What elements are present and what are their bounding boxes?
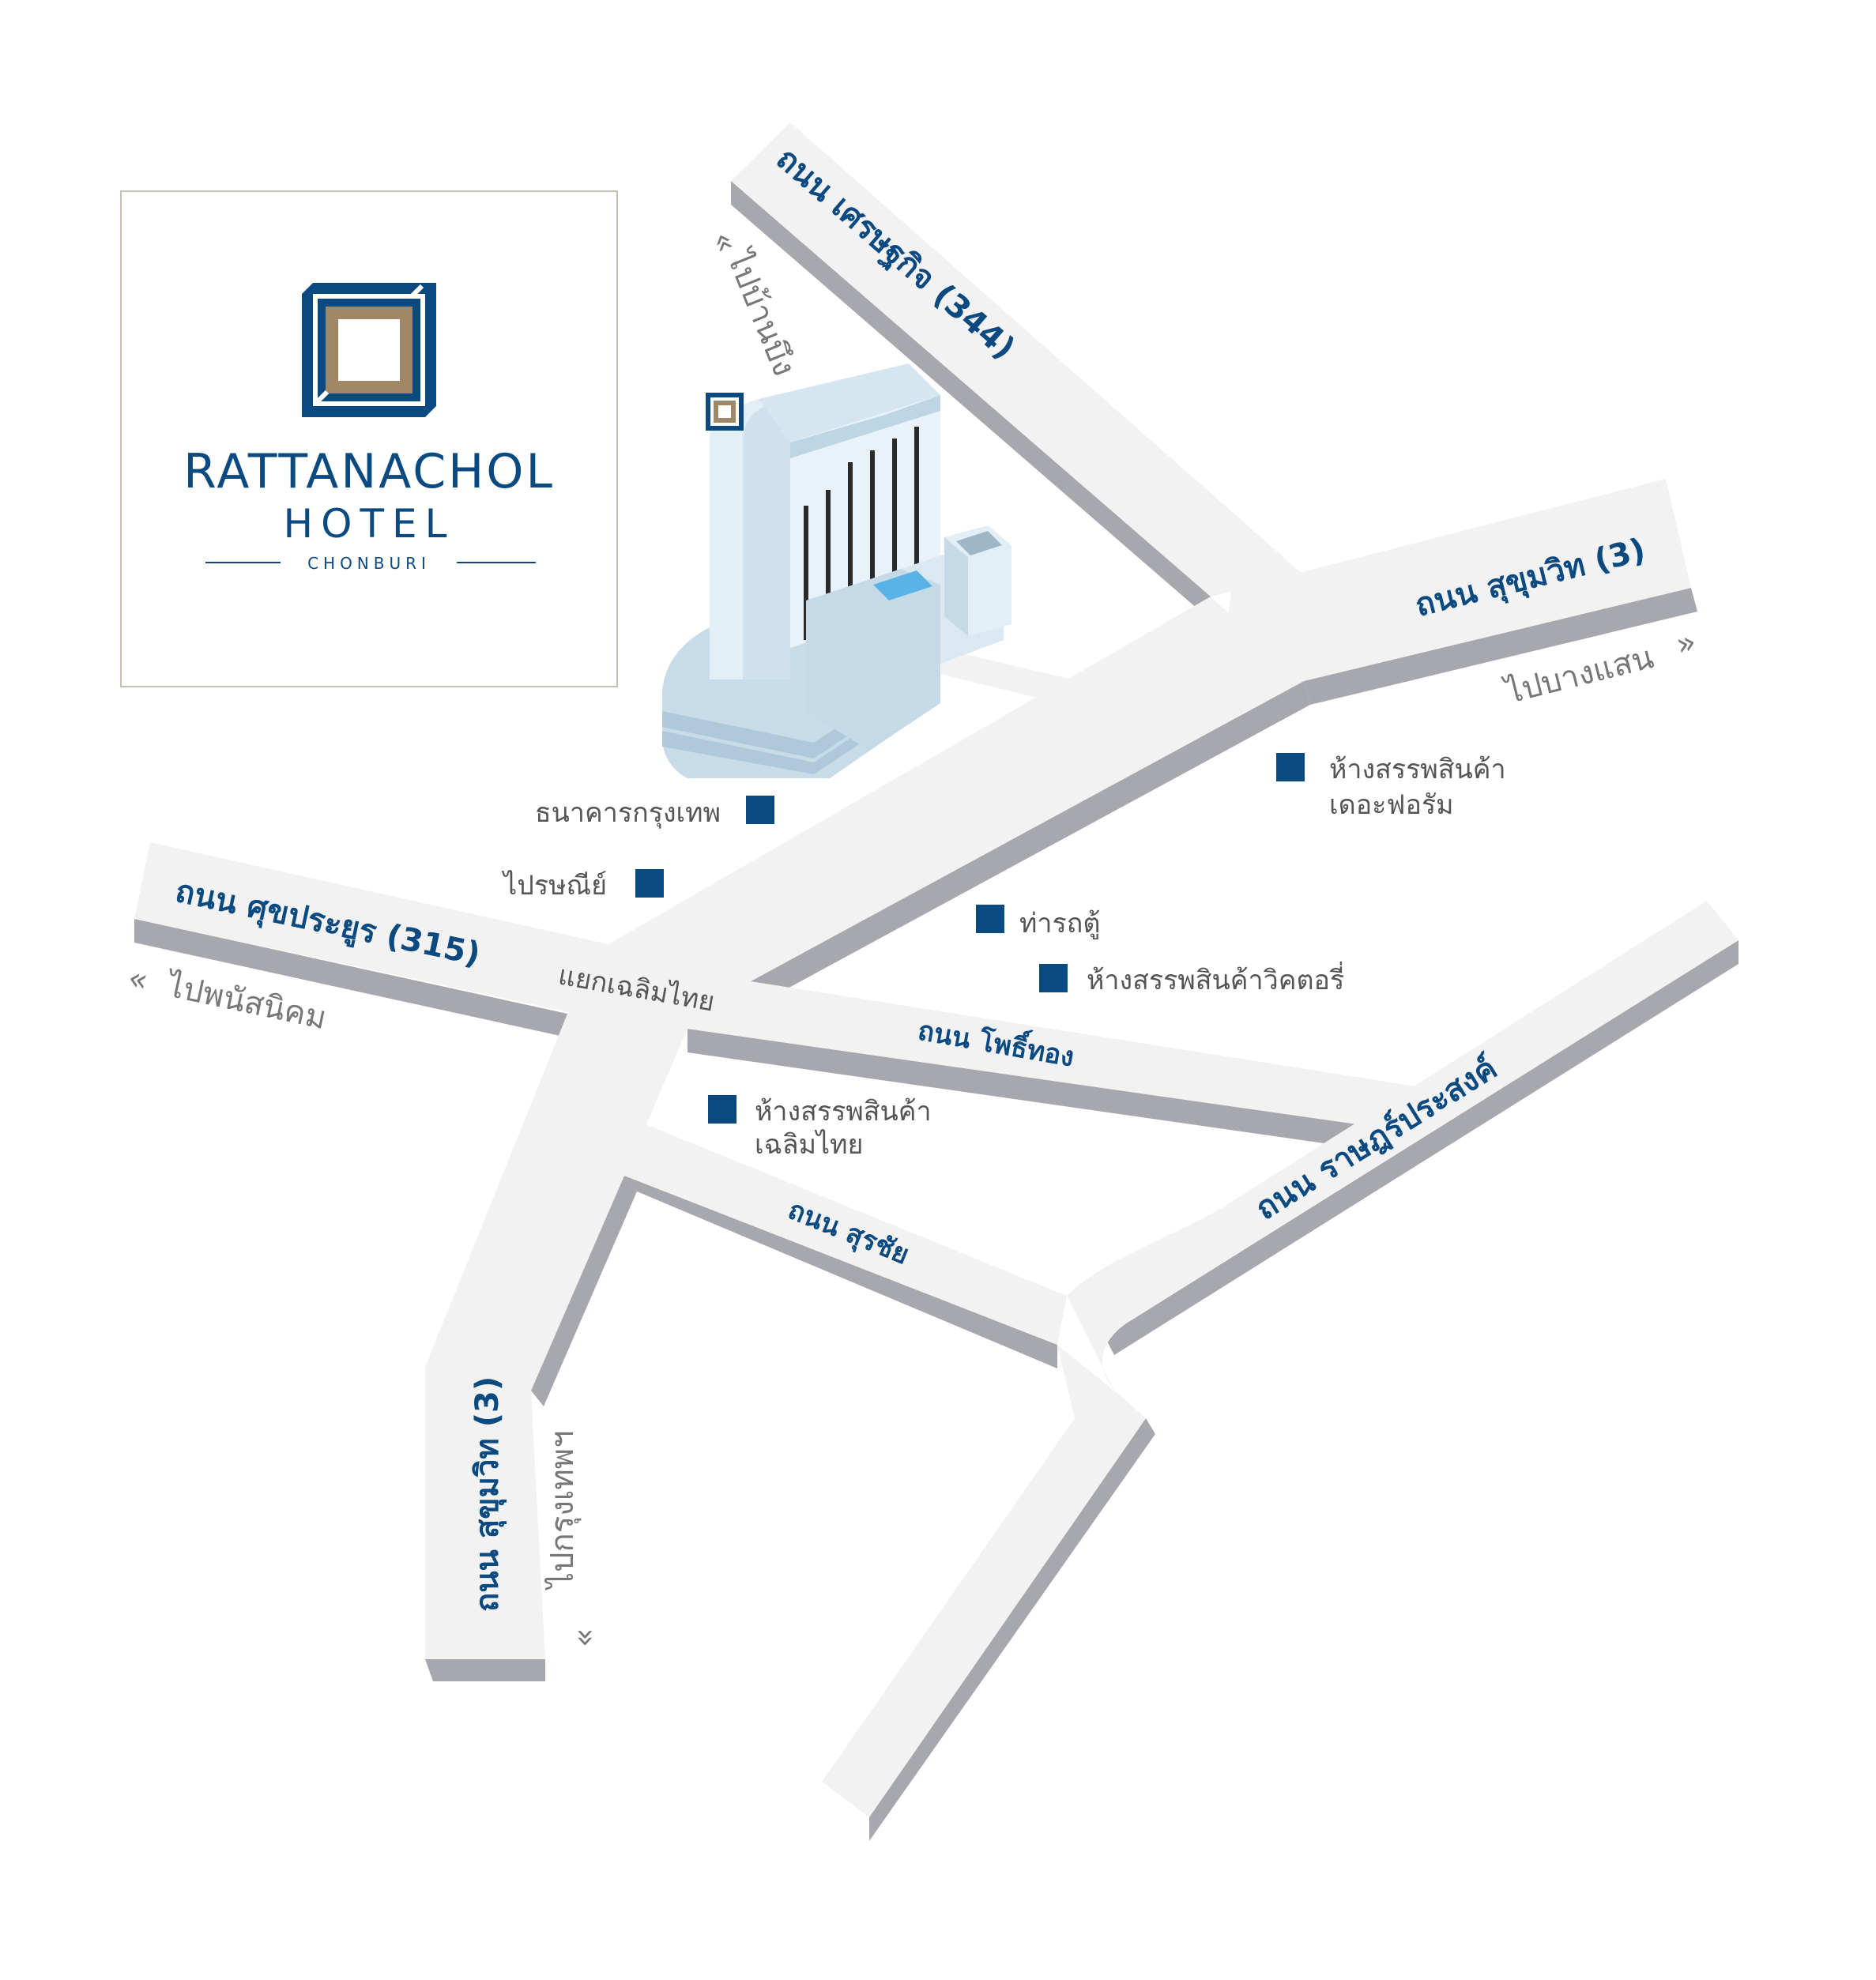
- road-sukhumvit-south[interactable]: [425, 1014, 687, 1659]
- poi-post-office[interactable]: ไปรษณีย์: [501, 869, 664, 902]
- hotel-name-line1: RATTANACHOL: [183, 444, 555, 499]
- logo-card-border: [120, 190, 618, 687]
- road-sukhumvit-right-side: [531, 1176, 637, 1406]
- road-sukhumvit-diag-side: [751, 681, 1310, 1005]
- poi-marker-icon: [746, 796, 774, 824]
- junction-chalermthai[interactable]: [567, 944, 751, 1029]
- road-sukhumvit-east-side: [1304, 588, 1697, 705]
- road-sides: [134, 181, 1739, 1841]
- hotel-city: CHONBURI: [307, 554, 431, 573]
- road-sukprayoon[interactable]: [134, 842, 608, 1014]
- poi-label-line1: ห้างสรรพสินค้า: [1329, 754, 1506, 785]
- road-sethakit[interactable]: [731, 122, 1304, 597]
- road-surachai[interactable]: [624, 1120, 1067, 1345]
- poi-victory-mall[interactable]: ห้างสรรพสินค้าวิคตอรี่: [1039, 962, 1344, 996]
- poi-bus-terminal[interactable]: ท่ารถตู้: [976, 905, 1100, 939]
- poi-marker-icon: [1276, 753, 1305, 781]
- swimming-pool-icon: [873, 570, 932, 600]
- road-southeast-side: [869, 1418, 1155, 1841]
- road-label-sukhumvit-south: ถนน สุขุมวิท (3): [469, 1376, 507, 1612]
- poi-label: ไปรษณีย์: [501, 870, 607, 902]
- poi-marker-icon: [1039, 964, 1068, 992]
- road-sukhumvit-south-bottom: [425, 1659, 545, 1681]
- direction-arrow-icon: «: [125, 960, 152, 999]
- road-sukhumvit-east[interactable]: [1217, 479, 1691, 711]
- poi-marker-icon: [708, 1095, 736, 1124]
- hotel-logo-card: RATTANACHOL HOTEL CHONBURI: [120, 190, 618, 687]
- road-southeast[interactable]: [822, 1345, 1146, 1817]
- road-surachai-side: [624, 1176, 1057, 1368]
- hotel-name-line2: HOTEL: [284, 501, 455, 547]
- road-phothong[interactable]: [687, 981, 1421, 1129]
- road-sukprayoon-side: [134, 919, 567, 1037]
- hotel-logo-icon: [302, 283, 436, 417]
- poi-label: ท่ารถตู้: [1019, 908, 1100, 939]
- road-hotel-access[interactable]: [931, 646, 1106, 703]
- poi-the-forum[interactable]: ห้างสรรพสินค้า เดอะฟอรัม: [1276, 753, 1506, 821]
- poi-marker-icon: [635, 869, 664, 898]
- building-logo-icon: [706, 393, 744, 431]
- road-ratprasong-side: [1105, 940, 1739, 1355]
- road-ratprasong[interactable]: [1067, 901, 1739, 1391]
- poi-marker-icon: [976, 905, 1004, 933]
- poi-label: ห้างสรรพสินค้าวิคตอรี่: [1087, 962, 1344, 996]
- road-sukhumvit-diag[interactable]: [608, 597, 1304, 981]
- poi-chalermthai-mall[interactable]: ห้างสรรพสินค้า เฉลิมไทย: [708, 1095, 932, 1161]
- poi-label-line1: ห้างสรรพสินค้า: [755, 1096, 932, 1127]
- direction-bangkok: ไปกรุงเทพฯ: [544, 1430, 582, 1590]
- road-tops: [134, 122, 1739, 1817]
- points-of-interest: ธนาคารกรุงเทพ ไปรษณีย์ ท่ารถตู้ ห้างสรรพ…: [501, 753, 1506, 1161]
- poi-label-line2: เดอะฟอรัม: [1329, 789, 1454, 821]
- road-phothong-side: [687, 1029, 1391, 1153]
- direction-arrow-icon: «: [566, 1628, 602, 1647]
- poi-label: ธนาคารกรุงเทพ: [535, 797, 721, 829]
- hotel-building[interactable]: [662, 363, 1011, 778]
- poi-label-line2: เฉลิมไทย: [755, 1129, 863, 1161]
- road-sethakit-side: [731, 181, 1211, 620]
- direction-ban-bueng: ไปบ้านบึง: [719, 244, 803, 382]
- direction-arrow-icon: »: [1672, 623, 1700, 664]
- poi-bangkok-bank[interactable]: ธนาคารกรุงเทพ: [535, 796, 774, 829]
